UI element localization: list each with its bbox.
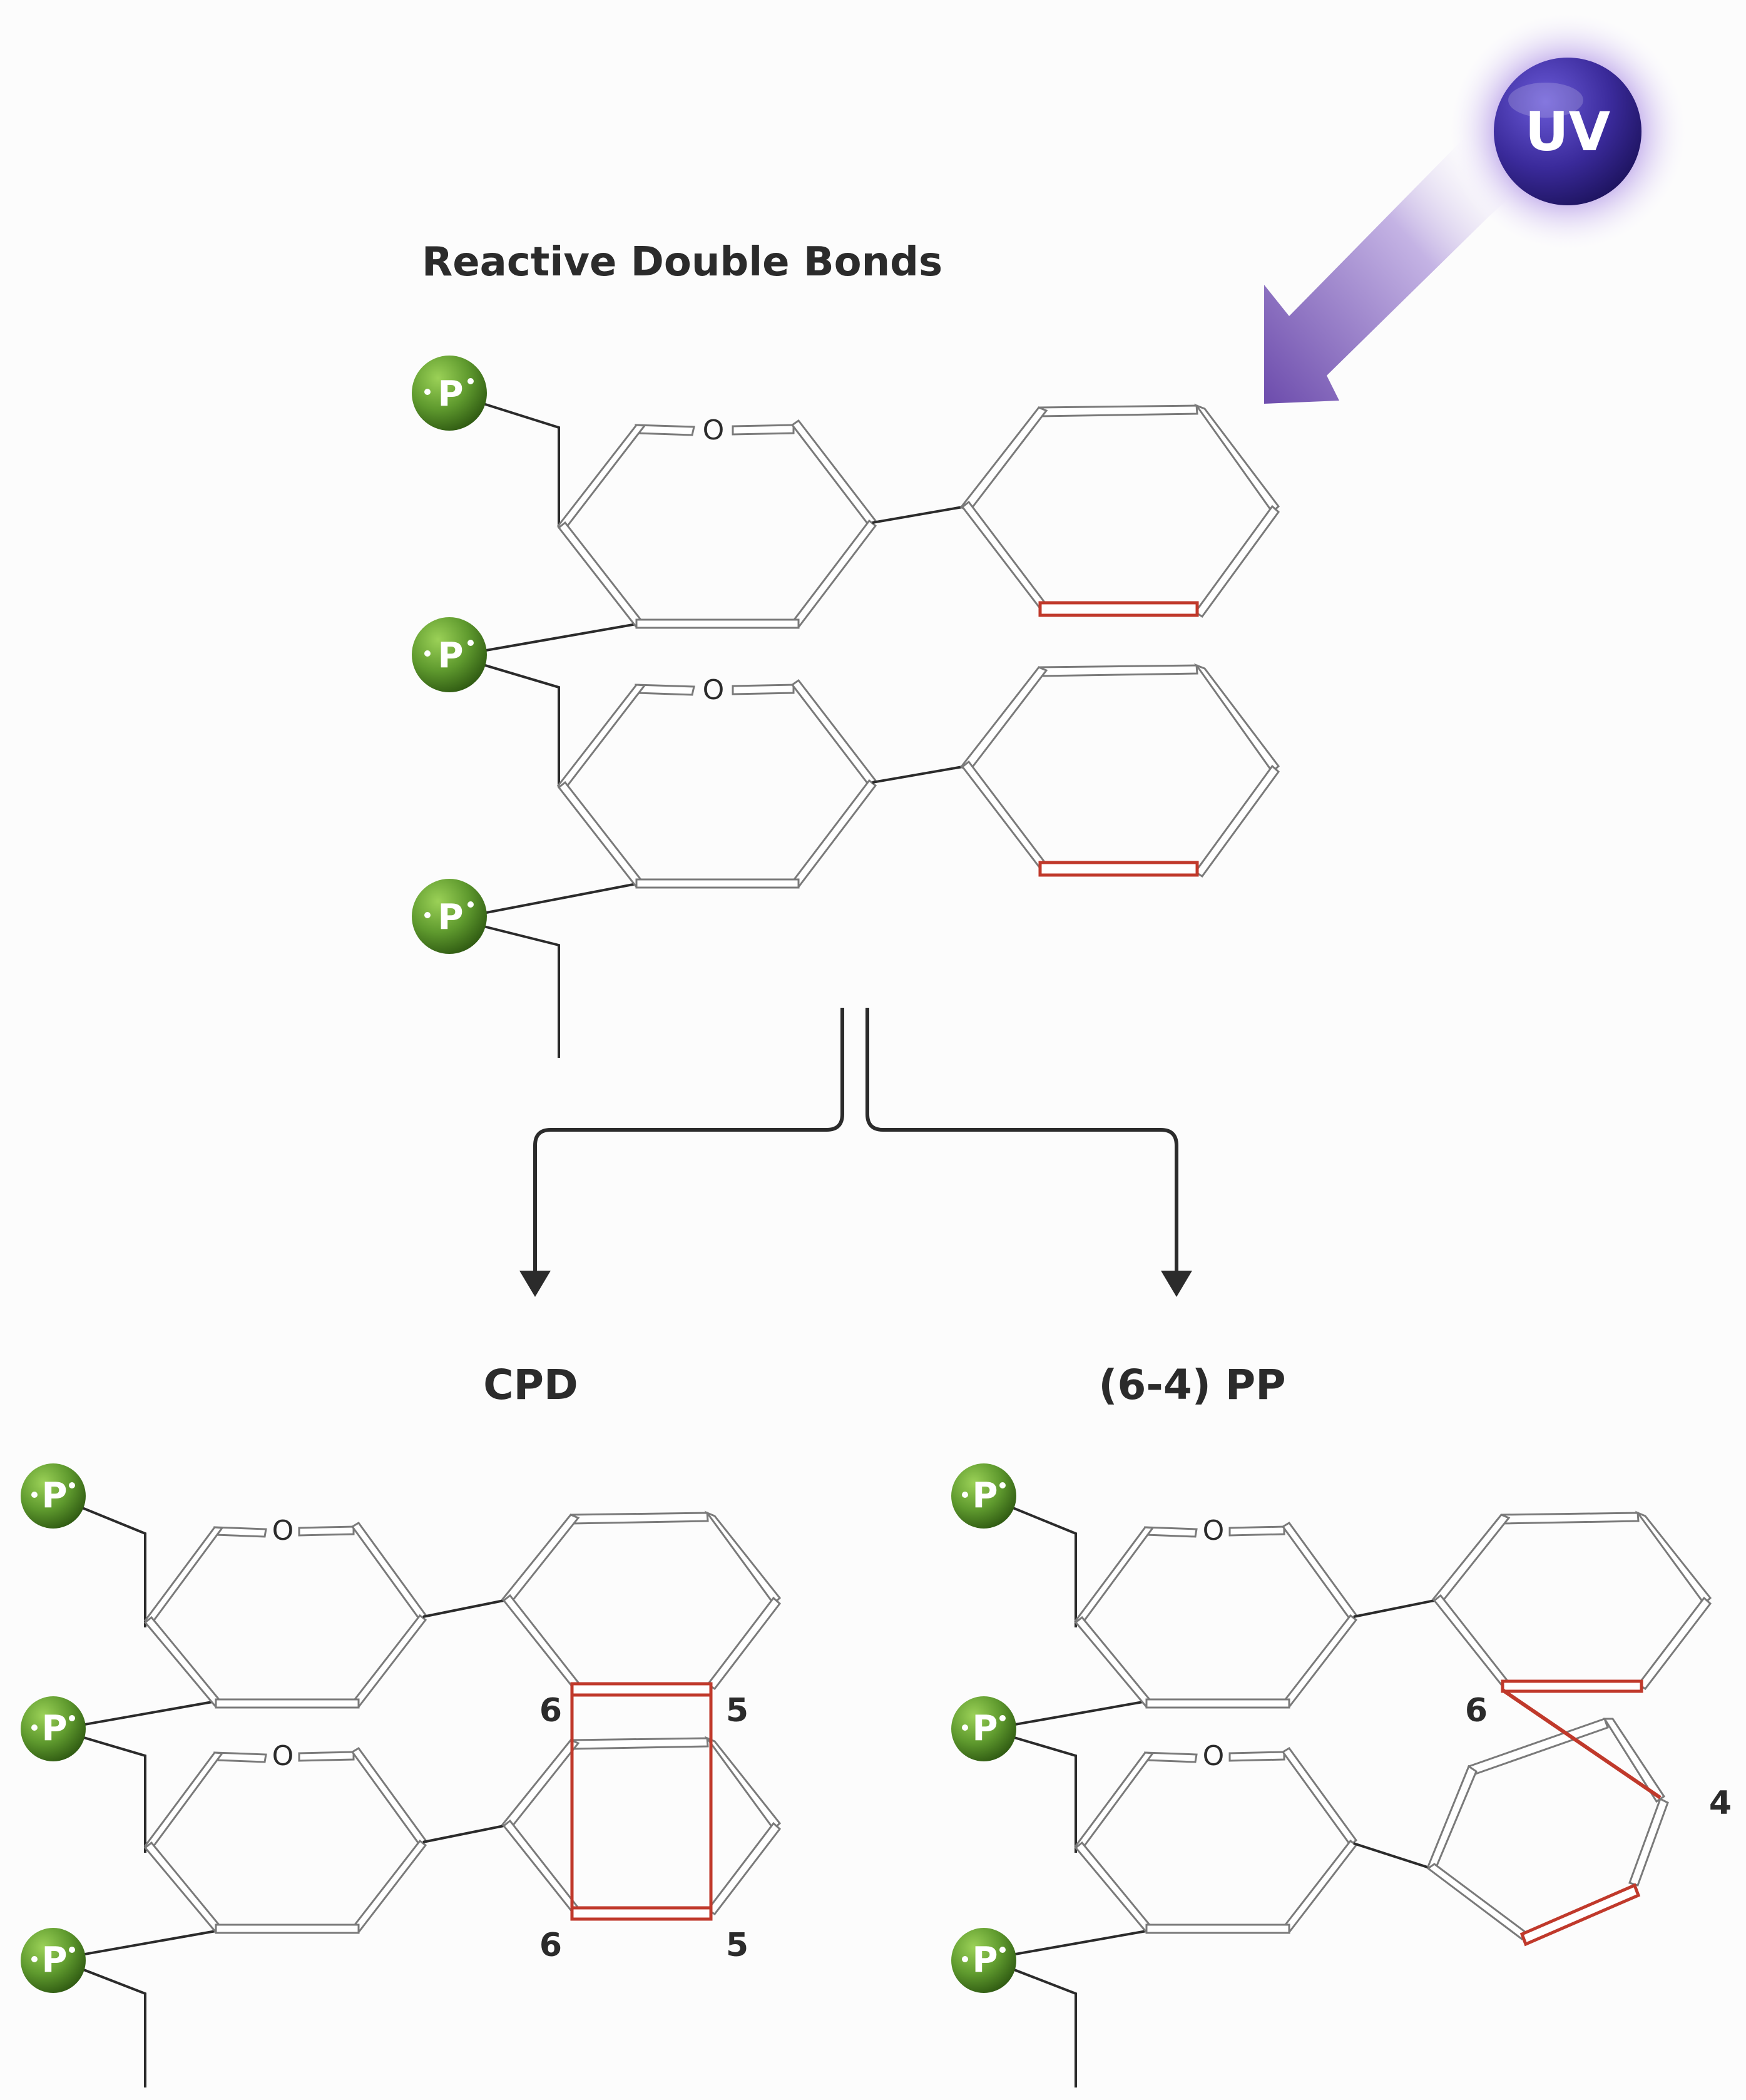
- cpd-label: CPD: [483, 1361, 578, 1409]
- phosphate-icon: P: [21, 1696, 86, 1761]
- pp-carbon-4: 4: [1709, 1785, 1732, 1822]
- oxygen-label: O: [1203, 1515, 1225, 1547]
- cyclobutane-ring: [570, 1682, 713, 1921]
- top-pyrimidine-lower-right: [959, 663, 1280, 878]
- top-pyrimidine-upper-left: [556, 419, 877, 629]
- pp-carbon-6: 6: [1465, 1692, 1488, 1729]
- diagram-title: Reactive Double Bonds: [422, 239, 942, 285]
- cpd-molecule: O O: [21, 1463, 782, 2087]
- phosphate-label: P: [41, 1475, 67, 1516]
- phosphate-icon: P: [951, 1928, 1016, 1993]
- top-pyrimidine-lower-left: [556, 679, 877, 889]
- top-dna-molecule: O O: [412, 356, 1280, 1058]
- cpd-carbon-6-bottom: 6: [539, 1927, 562, 1964]
- phosphate-icon: P: [21, 1463, 86, 1529]
- pp64-label: (6-4) PP: [1098, 1361, 1285, 1409]
- cpd-carbon-5-bottom: 5: [726, 1927, 748, 1964]
- phosphate-label: P: [972, 1708, 998, 1749]
- cpd-carbon-5-top: 5: [726, 1692, 748, 1729]
- phosphate-icon: P: [412, 617, 487, 692]
- phosphate-label: P: [972, 1940, 998, 1980]
- phosphate-icon: P: [951, 1696, 1016, 1761]
- arrowhead-right-icon: [1161, 1271, 1192, 1297]
- phosphate-label: P: [41, 1708, 67, 1749]
- phosphate-label: P: [41, 1940, 67, 1980]
- pp-upper-red-bond: [1501, 1679, 1643, 1693]
- reactive-bond-top: [1038, 601, 1199, 617]
- right-branch-arrow: [865, 1008, 1178, 1271]
- phosphate-label: P: [437, 897, 463, 938]
- oxygen-label: O: [1203, 1740, 1225, 1772]
- cpd-carbon-6-top: 6: [539, 1692, 562, 1729]
- phosphate-label: P: [437, 374, 463, 414]
- oxygen-label: O: [703, 674, 725, 706]
- reaction-arrows: [533, 1008, 1178, 1271]
- pp64-molecule: O O 6: [951, 1463, 1732, 2087]
- uv-source: UV: [1264, 9, 1690, 404]
- phosphate-icon: P: [21, 1928, 86, 1993]
- phosphate-icon: P: [951, 1463, 1016, 1529]
- phosphate-icon: P: [412, 356, 487, 431]
- oxygen-label: O: [272, 1515, 294, 1547]
- reactive-bond-bottom: [1038, 861, 1199, 877]
- phosphate-icon: P: [412, 879, 487, 954]
- phosphate-label: P: [437, 635, 463, 676]
- arrowhead-left-icon: [519, 1271, 551, 1297]
- phosphate-label: P: [972, 1475, 998, 1516]
- left-branch-arrow: [533, 1008, 844, 1271]
- oxygen-label: O: [703, 414, 725, 446]
- uv-sphere-icon: [1494, 58, 1641, 205]
- top-pyrimidine-upper-right: [959, 403, 1280, 618]
- pp-lower-red-bond: [1519, 1883, 1641, 1947]
- pp-6-4-linkage: [1501, 1688, 1662, 1800]
- uv-arrow-icon: [1264, 138, 1521, 404]
- uv-label: UV: [1525, 101, 1611, 163]
- oxygen-label: O: [272, 1740, 294, 1772]
